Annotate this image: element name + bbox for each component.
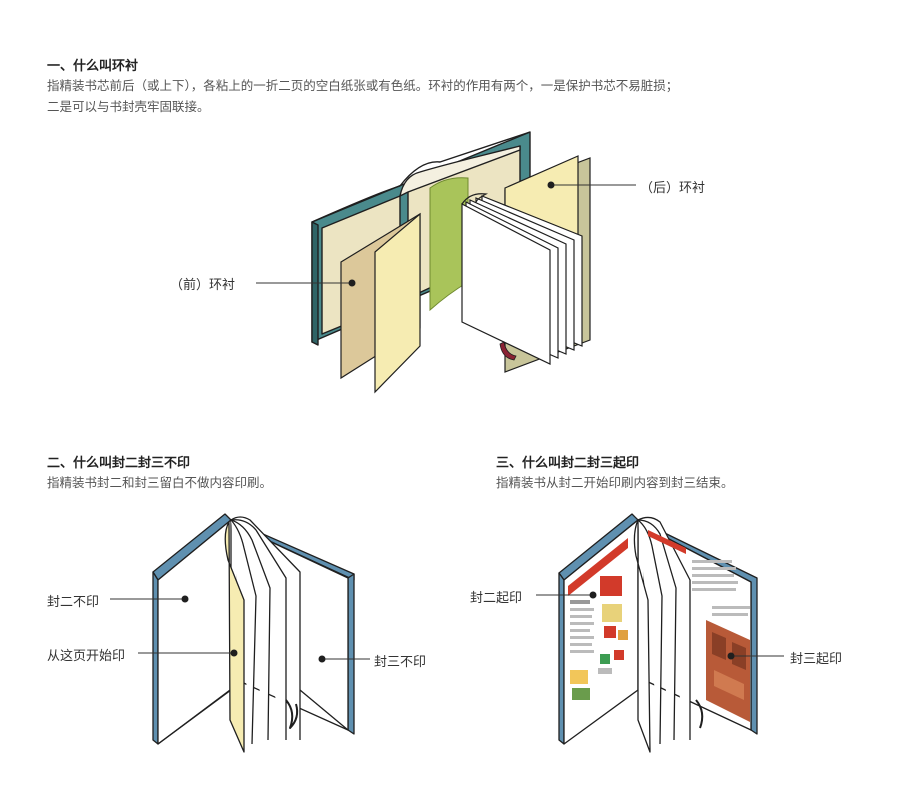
section3-description: 指精装书从封二开始印刷内容到封三结束。 bbox=[496, 475, 734, 490]
section1-description-line2: 二是可以与书封壳牢固联接。 bbox=[47, 99, 210, 114]
left-cover-board-printed bbox=[558, 513, 639, 581]
bookmark-ribbon bbox=[499, 341, 517, 361]
section2-description: 指精装书封二和封三留白不做内容印刷。 bbox=[47, 475, 273, 490]
right-cover-board bbox=[230, 519, 355, 581]
section2-title: 二、什么叫封二封三不印 bbox=[47, 456, 191, 471]
section1-description-line1: 指精装书芯前后（或上下），各粘上的一折二页的空白纸张或有色纸。环衬的作用有两个，… bbox=[47, 78, 679, 93]
cover3-printed-content bbox=[648, 530, 750, 722]
cover2-printed-content bbox=[568, 538, 628, 700]
label-cover3-printed: 封三起印 bbox=[790, 652, 843, 667]
endpaper-book-illustration bbox=[256, 131, 636, 394]
dot-back-endpaper bbox=[547, 181, 555, 189]
label-cover2-unprinted: 封二不印 bbox=[47, 595, 100, 610]
label-back-endpaper: （后）环衬 bbox=[640, 181, 706, 196]
section3-title: 三、什么叫封二封三起印 bbox=[496, 456, 640, 471]
dot-front-endpaper bbox=[348, 279, 356, 287]
first-printed-page bbox=[224, 521, 245, 753]
section1-title: 一、什么叫环衬 bbox=[47, 59, 139, 74]
label-start-page: 从这页开始印 bbox=[47, 649, 126, 664]
label-cover2-printed: 封二起印 bbox=[470, 591, 523, 606]
left-cover-board bbox=[152, 513, 232, 581]
book-block bbox=[461, 193, 583, 365]
label-cover3-unprinted: 封三不印 bbox=[374, 655, 427, 670]
front-endpaper-yellow bbox=[374, 212, 421, 394]
right-cover-board-printed bbox=[637, 519, 758, 735]
label-front-endpaper: （前）环衬 bbox=[170, 278, 236, 293]
